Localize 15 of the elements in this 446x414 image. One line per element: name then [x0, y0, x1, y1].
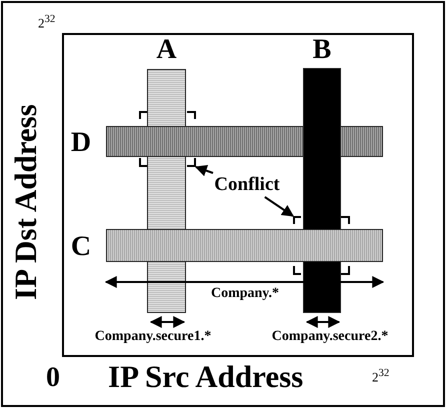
range-label: Company.*	[210, 287, 280, 301]
axis-origin-label: 0	[46, 364, 60, 392]
axis-max-label: 2$^{32}$	[38, 14, 56, 30]
band-letter: D	[70, 129, 92, 157]
axis-title: IP Dst Address	[10, 104, 41, 302]
range-label: Company.secure2.*	[270, 330, 390, 344]
band-letter: C	[70, 233, 92, 261]
band-letter: A	[155, 36, 178, 64]
leader-arrow	[194, 164, 214, 176]
callout-text: Conflict	[203, 173, 291, 197]
axis-max-label: 2$^{32}$	[372, 368, 390, 384]
band-letter: B	[312, 36, 332, 64]
range-label: Company.secure1.*	[94, 330, 212, 344]
leader-arrow	[264, 196, 294, 217]
axis-title: IP Src Address	[108, 361, 304, 392]
